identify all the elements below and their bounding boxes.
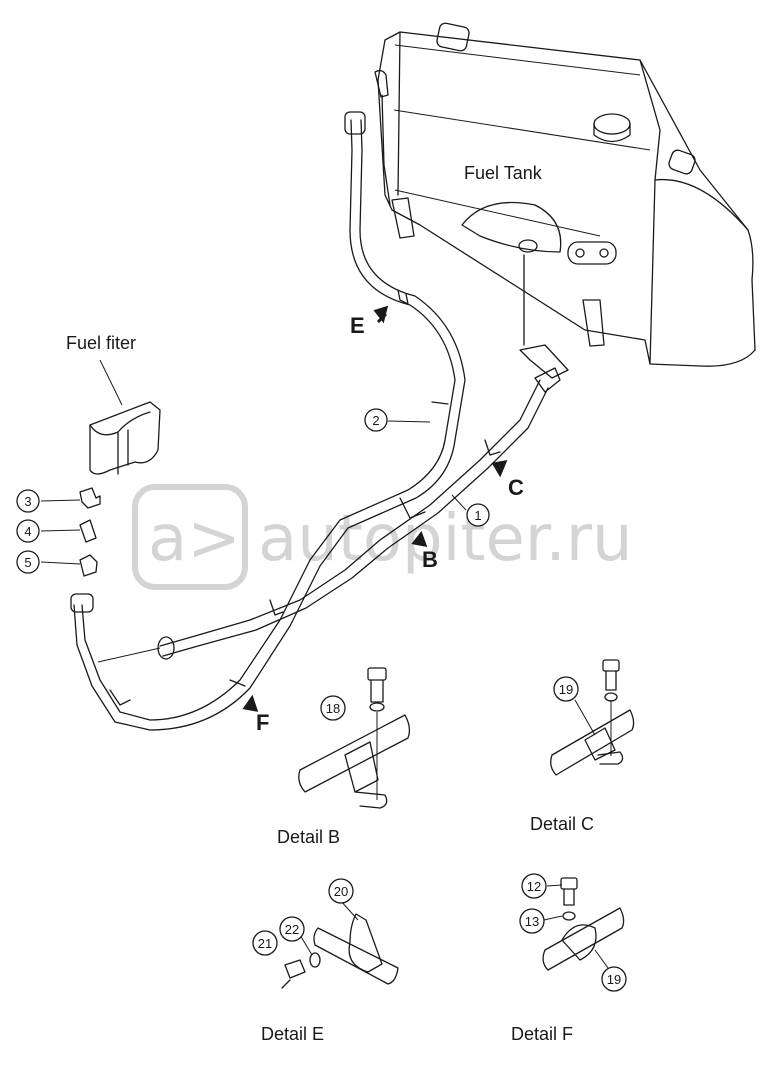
label-detail-e: Detail E xyxy=(261,1024,324,1044)
svg-text:19: 19 xyxy=(559,682,573,697)
callout-21: 21 xyxy=(252,930,278,956)
callout-3: 3 xyxy=(16,489,40,513)
callout-2: 2 xyxy=(364,408,388,432)
fuel-tank-drawing xyxy=(374,22,756,379)
detail-c-drawing xyxy=(550,659,635,776)
svg-text:3: 3 xyxy=(24,494,31,509)
svg-text:18: 18 xyxy=(326,701,340,716)
watermark-text: autopiter.ru xyxy=(258,502,633,576)
callout-4: 4 xyxy=(16,519,40,543)
fuel-filter-drawing xyxy=(89,359,161,475)
callout-5: 5 xyxy=(16,550,40,574)
svg-text:4: 4 xyxy=(24,524,31,539)
svg-text:12: 12 xyxy=(527,879,541,894)
label-detail-b: Detail B xyxy=(277,827,340,847)
watermark-logo-glyph: a> xyxy=(148,502,241,576)
svg-text:2: 2 xyxy=(372,413,379,428)
detail-b-drawing xyxy=(298,667,411,809)
leader-lines xyxy=(97,420,467,663)
callout-18: 18 xyxy=(320,695,346,721)
svg-text:20: 20 xyxy=(334,884,348,899)
view-letter-c: C xyxy=(508,475,524,500)
fittings-3-4-5 xyxy=(40,487,101,577)
fuel-hoses xyxy=(70,111,561,731)
label-detail-f: Detail F xyxy=(511,1024,573,1044)
svg-text:13: 13 xyxy=(525,914,539,929)
svg-text:19: 19 xyxy=(607,972,621,987)
watermark: a> autopiter.ru xyxy=(132,484,633,590)
watermark-logo-box xyxy=(132,484,248,590)
view-arrows xyxy=(242,305,508,712)
svg-text:1: 1 xyxy=(474,508,481,523)
svg-text:21: 21 xyxy=(258,936,272,951)
svg-text:5: 5 xyxy=(24,555,31,570)
detail-e-drawing xyxy=(281,899,399,989)
callout-22: 22 xyxy=(279,916,305,942)
callout-13: 13 xyxy=(519,908,545,934)
label-detail-c: Detail C xyxy=(530,814,594,834)
view-letter-f: F xyxy=(256,710,269,735)
detail-f-drawing xyxy=(542,877,625,971)
callout-19-detail-f: 19 xyxy=(601,966,627,992)
svg-text:22: 22 xyxy=(285,922,299,937)
callout-12: 12 xyxy=(521,873,547,899)
callout-1: 1 xyxy=(466,503,490,527)
label-fuel-filter: Fuel fiter xyxy=(66,333,136,353)
label-fuel-tank: Fuel Tank xyxy=(464,163,543,183)
view-letter-e: E xyxy=(350,313,365,338)
view-letter-b: B xyxy=(422,547,438,572)
callout-20: 20 xyxy=(328,878,354,904)
callout-19-detail-c: 19 xyxy=(553,676,579,702)
